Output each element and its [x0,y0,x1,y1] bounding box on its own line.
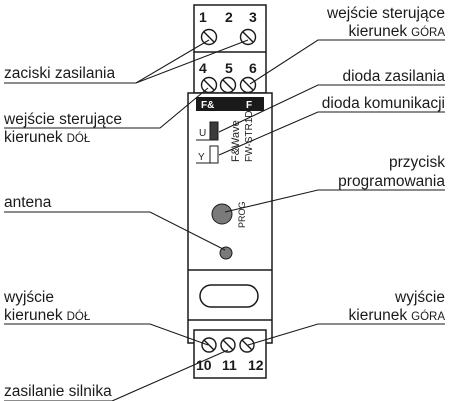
label-supply-terminals: zaciski zasilania [4,65,116,82]
led-panel: U Y [196,121,219,164]
leader-control-down [4,87,209,129]
leader-motor-supply [4,349,229,401]
led-u-label: U [199,128,206,139]
screw-4 [200,76,218,94]
logo-text-left: F& [201,100,214,111]
supply-led [209,121,219,141]
screw-6 [239,76,257,94]
screw-12 [239,337,255,353]
screw-3 [239,28,257,46]
terminal-6: 6 [249,60,257,76]
leader-comm-led [218,111,445,156]
label-output-down-line1: wyjście [3,289,54,306]
model-text: FW-STR1D [244,111,255,162]
brand-text: F&Wave [230,120,242,162]
terminal-4: 4 [199,60,207,76]
leader-antenna [4,211,226,251]
device-housing [187,4,273,379]
label-control-down-dir-sc: DÓŁ [67,132,91,145]
terminal-3: 3 [249,9,257,25]
label-output-up-dir: kierunek [349,307,408,324]
screws [200,28,257,353]
logo-bar [196,97,264,111]
leader-output-up [247,323,445,346]
leader-prog-button [224,189,445,213]
terminal-2: 2 [225,9,233,25]
leader-supply-led [218,84,445,133]
label-output-up-dir-sc: GÓRA [411,310,445,323]
terminal-5: 5 [225,60,233,76]
screw-5 [219,76,237,94]
label-output-down-dir: kierunek [4,307,63,324]
label-control-up-dir-sc: GÓRA [411,26,445,39]
logo-text-right: F [246,100,252,111]
leader-supply-terminals-2 [4,39,249,84]
screw-11 [220,337,236,353]
label-control-up-dir: kierunek [349,23,408,40]
terminal-11: 11 [222,357,237,373]
label-slot [199,284,259,308]
label-control-down-line2: kierunek DÓŁ [4,129,91,146]
label-prog-button-line1: przycisk [389,154,445,171]
label-output-down-dir-sc: DÓŁ [67,310,91,323]
label-prog-button-line2: programowania [338,173,445,190]
leader-output-down [4,323,209,346]
prog-button[interactable] [211,203,233,225]
antenna-point [219,246,233,260]
leader-control-up [249,39,445,85]
label-antenna: antena [4,194,52,211]
leader-lines [4,39,445,401]
label-control-up-line1: wejście sterujące [326,5,445,22]
label-supply-led: dioda zasilania [342,68,445,85]
brand-logo: F& F [196,97,264,111]
label-control-down-line1: wejście sterujące [3,111,122,128]
screw-1 [200,28,218,46]
screw-10 [201,337,217,353]
terminal-12: 12 [248,357,264,373]
prog-label: PROG [237,201,247,228]
label-output-down-line2: kierunek DÓŁ [4,307,91,324]
label-motor-supply: zasilanie silnika [4,383,112,400]
terminal-10: 10 [196,357,212,373]
label-control-down-dir: kierunek [4,129,63,146]
comm-led [209,145,219,164]
terminal-1: 1 [199,9,207,25]
label-output-up-line1: wyjście [394,289,445,306]
antenna-symbol: Y [198,152,205,163]
label-comm-led: dioda komunikacji [322,95,445,112]
